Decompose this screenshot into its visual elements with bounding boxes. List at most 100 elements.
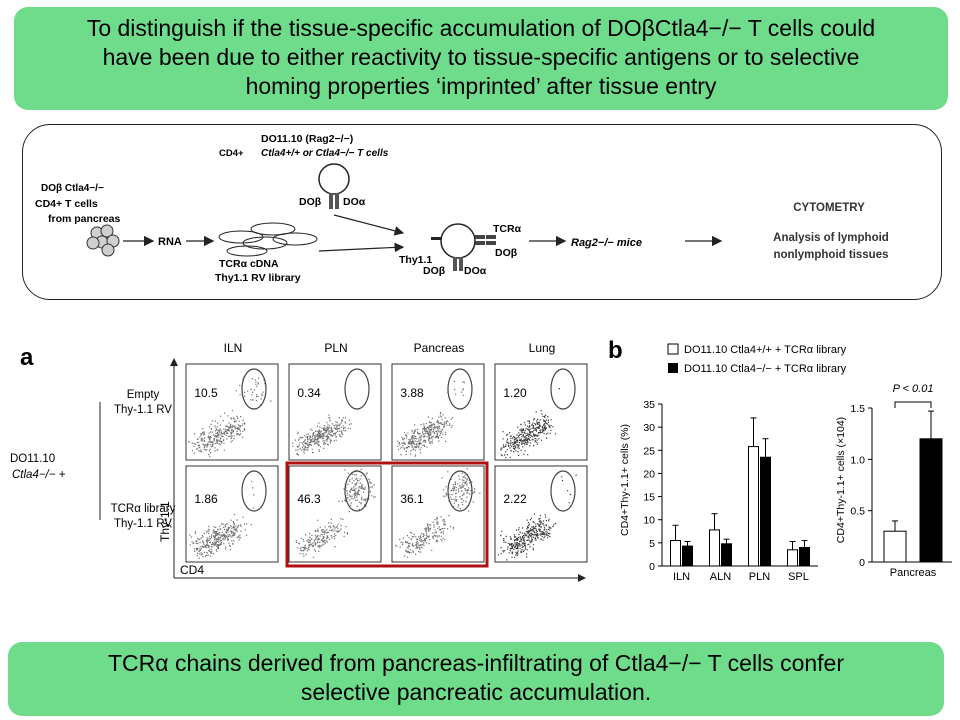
schematic-drawing: DOβ Ctla4−/− CD4+ T cells from pancreas … (35, 133, 889, 284)
group-label-line-2: Ctla4−/− + (12, 469, 66, 481)
gate-ellipse (447, 470, 473, 512)
value-row2-lung: 2.22 (503, 492, 527, 506)
value-row1-pancreas: 3.88 (400, 386, 424, 400)
cytometry-label: CYTOMETRY (793, 202, 865, 214)
left-chart-category-label: ALN (710, 571, 731, 583)
transduced-do-beta-bottom: DOβ (423, 265, 446, 277)
right-chart-tick-label: 0.5 (850, 506, 865, 518)
source-label-line-1: DOβ Ctla4−/− (41, 183, 104, 194)
left-chart-category-label: SPL (788, 571, 809, 583)
top-banner-line-3: homing properties ‘imprinted’ after tiss… (245, 73, 717, 99)
tcr-alpha-label: TCRα (493, 223, 522, 235)
group-label-line-1: DO11.10 (10, 453, 55, 465)
left-chart-category-label: ILN (673, 571, 690, 583)
left-chart-category-label: PLN (749, 571, 770, 583)
left-chart-bar (799, 546, 810, 567)
left-chart-tick-label: 20 (643, 468, 655, 480)
right-chart-y-label: CD4+Thy-1.1+ cells (×104) (835, 417, 847, 543)
y-axis-arrow-icon (170, 358, 178, 366)
bottom-banner-line-1: TCRα chains derived from pancreas-infilt… (108, 650, 844, 676)
bottom-banner-line-2: selective pancreatic accumulation. (300, 679, 652, 705)
flow-plot-frame (494, 465, 588, 563)
source-label-line-3: from pancreas (48, 213, 121, 225)
x-axis-arrow-icon (578, 574, 586, 582)
left-chart-bar (760, 456, 771, 567)
right-chart-tick-label: 1.0 (850, 454, 865, 466)
right-category-label: Pancreas (890, 567, 937, 579)
gate-ellipse (241, 368, 267, 410)
legend-swatch-wildtype (667, 343, 679, 355)
flow-dot-cloud (397, 380, 465, 457)
experiment-schematic: DOβ Ctla4−/− CD4+ T cells from pancreas … (22, 124, 942, 300)
donor-do-beta: DOβ (299, 196, 322, 208)
right-chart-tick-label: 1.5 (850, 403, 865, 415)
left-chart-y-label: CD4+Thy-1.1+ cells (%) (619, 424, 631, 536)
left-chart-bar (787, 549, 798, 567)
donor-do-alpha: DOα (343, 196, 366, 208)
row2-label-line-1: TCRα library (111, 503, 176, 515)
gate-ellipse (550, 470, 576, 512)
flow-plot-frame (185, 363, 279, 461)
bottom-conclusion-banner: TCRα chains derived from pancreas-infilt… (8, 642, 944, 716)
analysis-label-line-1: Analysis of lymphoid (773, 232, 889, 244)
gate-ellipse (447, 368, 473, 410)
donor-cd4-label: CD4+ (219, 148, 244, 159)
donor-label-line-1: DO11.10 (Rag2−/−) (261, 133, 353, 145)
legend-label-wildtype: DO11.10 Ctla4+/+ + TCRα library (684, 344, 847, 356)
flow-plot-frame (391, 363, 485, 461)
left-chart-bar (670, 540, 681, 567)
gate-ellipse (550, 368, 576, 410)
flow-dot-cloud (295, 468, 376, 558)
y-axis-label: Thy-1.1 (158, 501, 172, 542)
panel-b-letter: b (608, 337, 623, 364)
panel-a-letter: a (20, 344, 34, 371)
left-chart-bar (709, 529, 720, 567)
right-bar-chart: 0 0.5 1.0 1.5 (850, 401, 952, 569)
left-chart-tick-label: 30 (643, 422, 655, 434)
legend-label-knockout: DO11.10 Ctla4−/− + TCRα library (684, 363, 847, 375)
flow-plot-grid (185, 363, 588, 563)
left-chart-tick-label: 0 (649, 561, 655, 573)
value-row2-pancreas: 36.1 (400, 492, 424, 506)
row1-label-line-1: Empty (127, 389, 160, 401)
right-chart-tick-label: 0 (859, 557, 865, 569)
transduced-t-cell-icon (431, 223, 496, 271)
top-banner-line-1: To distinguish if the tissue-specific ac… (86, 15, 876, 41)
column-header-iln: ILN (224, 341, 243, 355)
library-label-line-2: Thy1.1 RV library (215, 272, 301, 284)
flow-dot-cloud (500, 370, 569, 459)
left-chart-tick-label: 35 (643, 399, 655, 411)
library-label-line-1: TCRα cDNA (219, 258, 279, 270)
cdna-library-icon (218, 222, 318, 257)
value-row2-iln: 1.86 (194, 492, 218, 506)
top-banner-line-2: have been due to either reactivity to ti… (102, 44, 860, 70)
cell-cluster-icon (86, 224, 120, 257)
value-row1-pln: 0.34 (297, 386, 321, 400)
column-header-pln: PLN (324, 341, 347, 355)
column-header-lung: Lung (529, 341, 556, 355)
left-chart-bar (721, 543, 732, 567)
flow-plot-frame (391, 465, 485, 563)
donor-label-line-2: Ctla4+/+ or Ctla4−/− T cells (261, 148, 389, 159)
significance-bracket (894, 401, 932, 408)
right-chart-bar (919, 438, 943, 563)
value-row1-lung: 1.20 (503, 386, 527, 400)
thy-label: Thy1.1 (399, 254, 432, 266)
gate-ellipse (344, 470, 370, 512)
transduced-do-alpha-bottom: DOα (464, 265, 487, 277)
flow-dot-cloud (292, 414, 352, 456)
panel-a-flow-cytometry: a ILN PLN Pancreas Lung Empty Thy-1.1 RV… (10, 341, 588, 582)
panel-b-bar-charts: b DO11.10 Ctla4+/+ + TCRα library DO11.1… (608, 337, 952, 583)
gate-ellipse (241, 470, 267, 512)
left-chart-tick-label: 25 (643, 445, 655, 457)
flow-dot-cloud (497, 474, 577, 561)
source-label-line-2: CD4+ T cells (35, 198, 98, 210)
flow-dot-cloud (188, 376, 272, 458)
transduced-do-beta: DOβ (495, 247, 518, 259)
gate-ellipse (344, 368, 370, 410)
right-chart-bar (883, 530, 907, 563)
column-header-pancreas: Pancreas (414, 341, 465, 355)
rna-label: RNA (158, 236, 182, 248)
flow-plot-frame (494, 363, 588, 461)
